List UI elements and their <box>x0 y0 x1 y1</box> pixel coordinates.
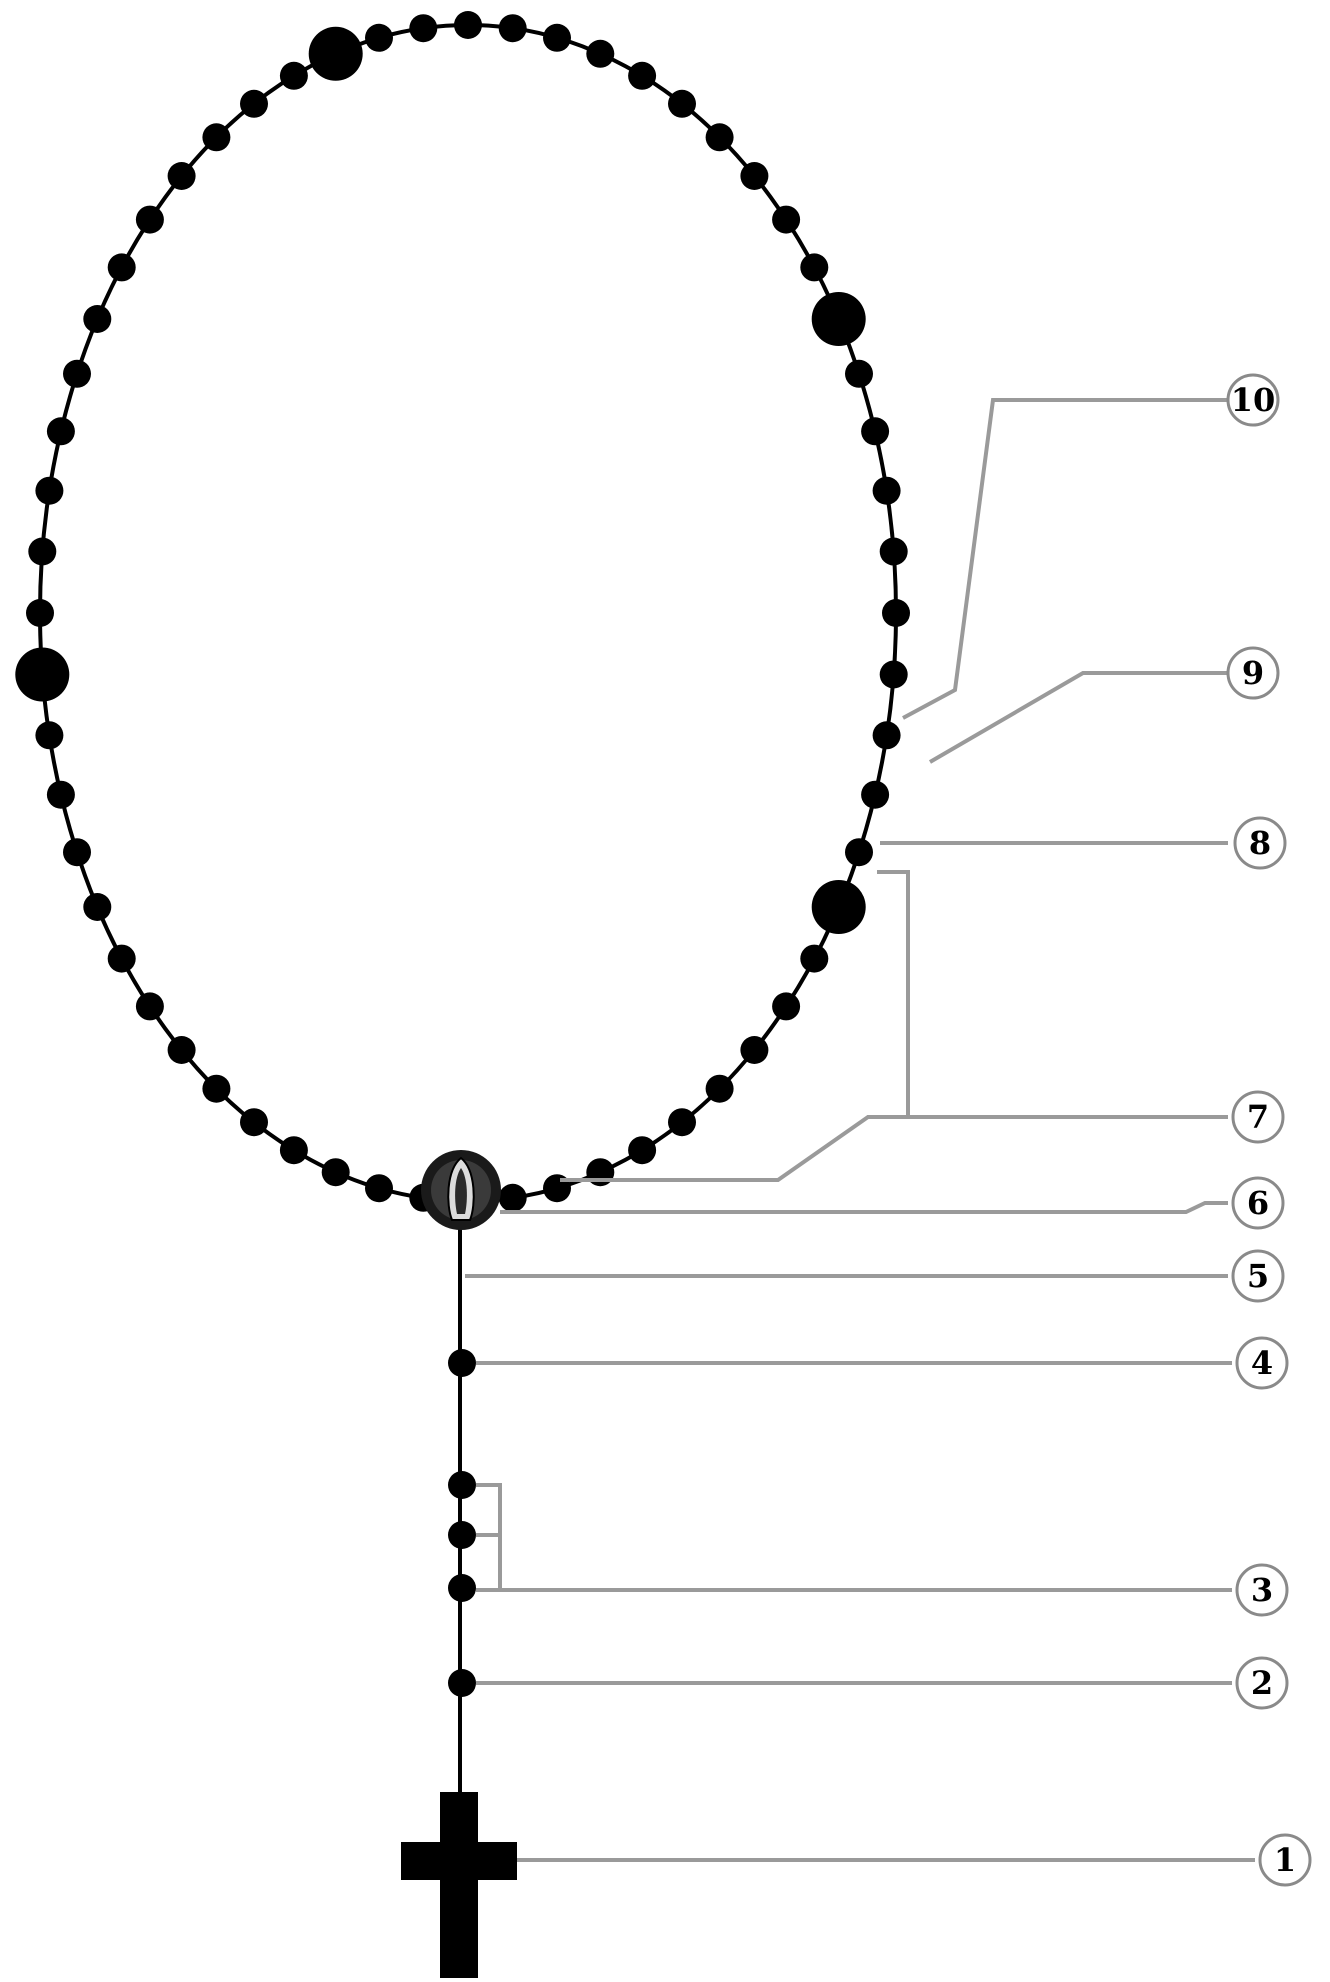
loop-large-bead <box>812 292 866 346</box>
loop-bead <box>28 538 56 566</box>
loop-bead <box>202 123 230 151</box>
loop-bead <box>873 477 901 505</box>
loop-bead <box>706 123 734 151</box>
loop-bead <box>240 90 268 118</box>
callout-label-3: 3 <box>1251 1571 1273 1609</box>
pendant-bead-3b <box>448 1521 476 1549</box>
loop-large-bead <box>812 880 866 934</box>
callout-label-7: 7 <box>1247 1098 1269 1136</box>
loop-bead <box>280 1136 308 1164</box>
loop-cord <box>40 25 896 1201</box>
callout-label-10: 10 <box>1231 381 1276 419</box>
loop-bead <box>47 781 75 809</box>
loop-bead <box>845 838 873 866</box>
callout-6: 6 <box>1233 1178 1283 1228</box>
loop-bead <box>772 206 800 234</box>
loop-bead <box>873 721 901 749</box>
callout-2: 2 <box>1237 1658 1287 1708</box>
loop-bead <box>35 721 63 749</box>
loop-bead <box>845 360 873 388</box>
loop-bead <box>740 1036 768 1064</box>
pendant-bead-4 <box>448 1349 476 1377</box>
loop-bead <box>83 893 111 921</box>
medal <box>421 1150 501 1230</box>
callout-10: 10 <box>1228 375 1278 425</box>
callout-label-4: 4 <box>1251 1344 1273 1382</box>
loop-bead <box>168 1036 196 1064</box>
loop-bead <box>365 24 393 52</box>
loop-bead <box>586 40 614 68</box>
callout-1: 1 <box>1260 1835 1310 1885</box>
loop-bead <box>322 1158 350 1186</box>
loop-bead <box>35 477 63 505</box>
loop-bead <box>108 945 136 973</box>
loop-large-bead <box>15 648 69 702</box>
callout-3: 3 <box>1237 1565 1287 1615</box>
loop-bead <box>26 599 54 627</box>
callout-label-9: 9 <box>1242 654 1264 692</box>
loop-large-bead <box>309 27 363 81</box>
callout-8: 8 <box>1235 818 1285 868</box>
loop-bead <box>772 992 800 1020</box>
loop-bead <box>168 162 196 190</box>
pendant-bead-3c <box>448 1574 476 1602</box>
leader-lines <box>465 400 1255 1860</box>
loop-bead <box>628 1136 656 1164</box>
loop-bead <box>628 62 656 90</box>
loop-bead <box>668 90 696 118</box>
loop-bead <box>108 253 136 281</box>
callout-label-1: 1 <box>1274 1841 1296 1879</box>
callout-7: 7 <box>1233 1092 1283 1142</box>
cross-icon <box>401 1792 517 1978</box>
loop-bead <box>861 781 889 809</box>
loop-bead <box>365 1174 393 1202</box>
loop-bead <box>800 253 828 281</box>
loop-bead <box>706 1075 734 1103</box>
loop-bead <box>454 11 482 39</box>
loop-bead <box>83 305 111 333</box>
loop-bead <box>543 24 571 52</box>
pendant-bead-2 <box>448 1669 476 1697</box>
loop-bead <box>861 417 889 445</box>
loop-beads <box>15 11 910 1212</box>
loop-bead <box>240 1108 268 1136</box>
callout-label-6: 6 <box>1247 1184 1269 1222</box>
loop-bead <box>499 14 527 42</box>
loop-bead <box>800 945 828 973</box>
loop-bead <box>740 162 768 190</box>
loop-bead <box>202 1075 230 1103</box>
loop-bead <box>63 360 91 388</box>
loop-bead <box>280 62 308 90</box>
loop-bead <box>409 14 437 42</box>
loop-bead <box>47 417 75 445</box>
loop-bead <box>880 661 908 689</box>
callout-5: 5 <box>1233 1251 1283 1301</box>
loop-bead <box>499 1184 527 1212</box>
callout-9: 9 <box>1228 648 1278 698</box>
pendant-bead-3a <box>448 1471 476 1499</box>
loop-bead <box>136 206 164 234</box>
callout-label-2: 2 <box>1251 1664 1273 1702</box>
loop-bead <box>136 992 164 1020</box>
callout-4: 4 <box>1237 1338 1287 1388</box>
callout-label-5: 5 <box>1247 1257 1269 1295</box>
loop-bead <box>668 1108 696 1136</box>
loop-bead <box>882 599 910 627</box>
callout-label-8: 8 <box>1249 824 1271 862</box>
loop-bead <box>63 838 91 866</box>
loop-bead <box>880 538 908 566</box>
